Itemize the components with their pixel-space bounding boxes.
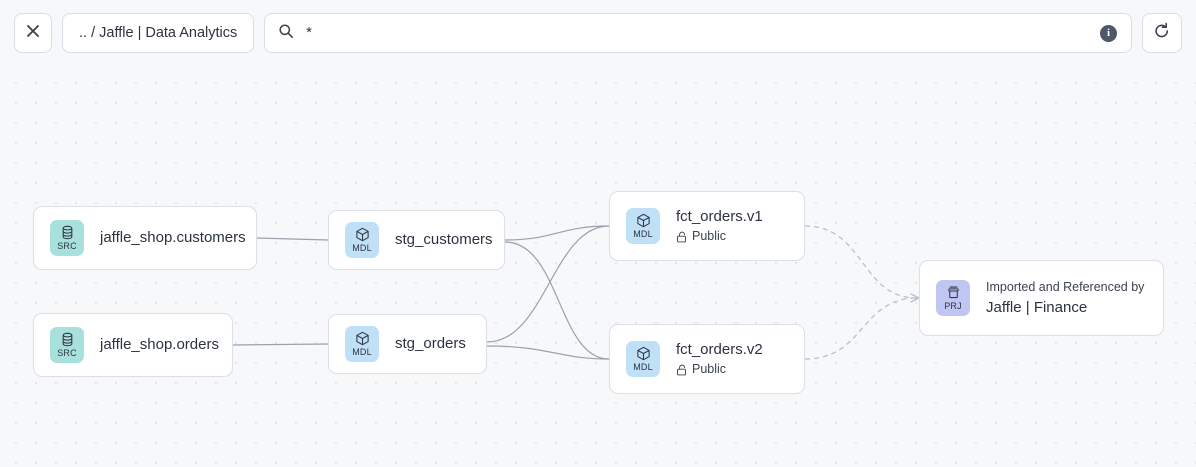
node-body: jaffle_shop.customers — [100, 229, 246, 247]
edge-fct-v2-to-prj — [804, 297, 918, 360]
edge-stg-orders-to-fct-v1 — [486, 225, 610, 343]
node-body: fct_orders.v1 Public — [676, 208, 763, 244]
cube-icon — [636, 346, 651, 361]
src-badge-label: SRC — [57, 241, 77, 251]
node-mdl-fct-orders-v1[interactable]: MDL fct_orders.v1 Public — [609, 191, 805, 261]
edge-stg-customers-to-fct-v1 — [504, 225, 610, 241]
node-title: jaffle_shop.customers — [100, 229, 246, 246]
edge-src-customers-to-stg-customers — [256, 237, 329, 241]
info-icon[interactable]: i — [1100, 24, 1117, 42]
node-body: Imported and Referenced by Jaffle | Fina… — [986, 279, 1144, 317]
unlock-icon — [676, 364, 687, 376]
unlock-icon — [676, 231, 687, 243]
node-mdl-stg-orders[interactable]: MDL stg_orders — [328, 314, 487, 374]
mdl-badge-label: MDL — [352, 347, 372, 357]
prj-badge-label: PRJ — [944, 301, 962, 311]
refresh-icon — [1153, 22, 1171, 45]
src-badge: SRC — [50, 327, 84, 363]
src-badge-label: SRC — [57, 348, 77, 358]
cube-icon — [355, 227, 370, 242]
node-visibility: Public — [676, 362, 763, 377]
node-relation-label: Imported and Referenced by — [986, 280, 1145, 294]
cube-icon — [636, 213, 651, 228]
node-title: Jaffle | Finance — [986, 299, 1088, 316]
mdl-badge-label: MDL — [352, 243, 372, 253]
archive-icon — [946, 285, 961, 300]
edge-fct-v1-to-prj — [804, 225, 918, 299]
node-mdl-fct-orders-v2[interactable]: MDL fct_orders.v2 Public — [609, 324, 805, 394]
node-body: stg_orders — [395, 335, 466, 353]
breadcrumb[interactable]: .. / Jaffle | Data Analytics — [62, 13, 255, 53]
mdl-badge: MDL — [345, 222, 379, 258]
node-mdl-stg-customers[interactable]: MDL stg_customers — [328, 210, 505, 270]
mdl-badge-label: MDL — [633, 229, 653, 239]
node-prj-jaffle-finance[interactable]: PRJ Imported and Referenced by Jaffle | … — [919, 260, 1164, 336]
node-title: stg_orders — [395, 335, 466, 352]
database-icon — [60, 332, 75, 347]
edge-src-orders-to-stg-orders — [232, 343, 329, 346]
node-title: fct_orders.v1 — [676, 208, 763, 225]
node-body: jaffle_shop.orders — [100, 336, 219, 354]
node-src-customers[interactable]: SRC jaffle_shop.customers — [33, 206, 257, 270]
mdl-badge: MDL — [345, 326, 379, 362]
breadcrumb-label: .. / Jaffle | Data Analytics — [79, 25, 238, 41]
close-icon — [26, 24, 40, 43]
search-input[interactable] — [306, 14, 1088, 52]
search-bar[interactable]: i — [264, 13, 1132, 53]
node-title: stg_customers — [395, 231, 493, 248]
node-visibility: Public — [676, 229, 763, 244]
mdl-badge: MDL — [626, 341, 660, 377]
node-visibility-label: Public — [692, 229, 727, 243]
node-visibility-label: Public — [692, 362, 727, 376]
search-icon — [278, 23, 294, 44]
refresh-button[interactable] — [1142, 13, 1182, 53]
cube-icon — [355, 331, 370, 346]
toolbar: .. / Jaffle | Data Analytics i — [0, 0, 1196, 66]
edge-stg-orders-to-fct-v2 — [486, 345, 610, 360]
src-badge: SRC — [50, 220, 84, 256]
mdl-badge-label: MDL — [633, 362, 653, 372]
prj-badge: PRJ — [936, 280, 970, 316]
node-title: fct_orders.v2 — [676, 341, 763, 358]
mdl-badge: MDL — [626, 208, 660, 244]
database-icon — [60, 225, 75, 240]
graph-canvas[interactable]: SRC jaffle_shop.customers SRC — [0, 66, 1196, 467]
close-button[interactable] — [14, 13, 52, 53]
edge-stg-customers-to-fct-v2 — [504, 241, 610, 360]
graph-edges — [232, 225, 920, 360]
node-src-orders[interactable]: SRC jaffle_shop.orders — [33, 313, 233, 377]
node-title: jaffle_shop.orders — [100, 336, 219, 353]
node-body: fct_orders.v2 Public — [676, 341, 763, 377]
node-body: stg_customers — [395, 231, 493, 249]
